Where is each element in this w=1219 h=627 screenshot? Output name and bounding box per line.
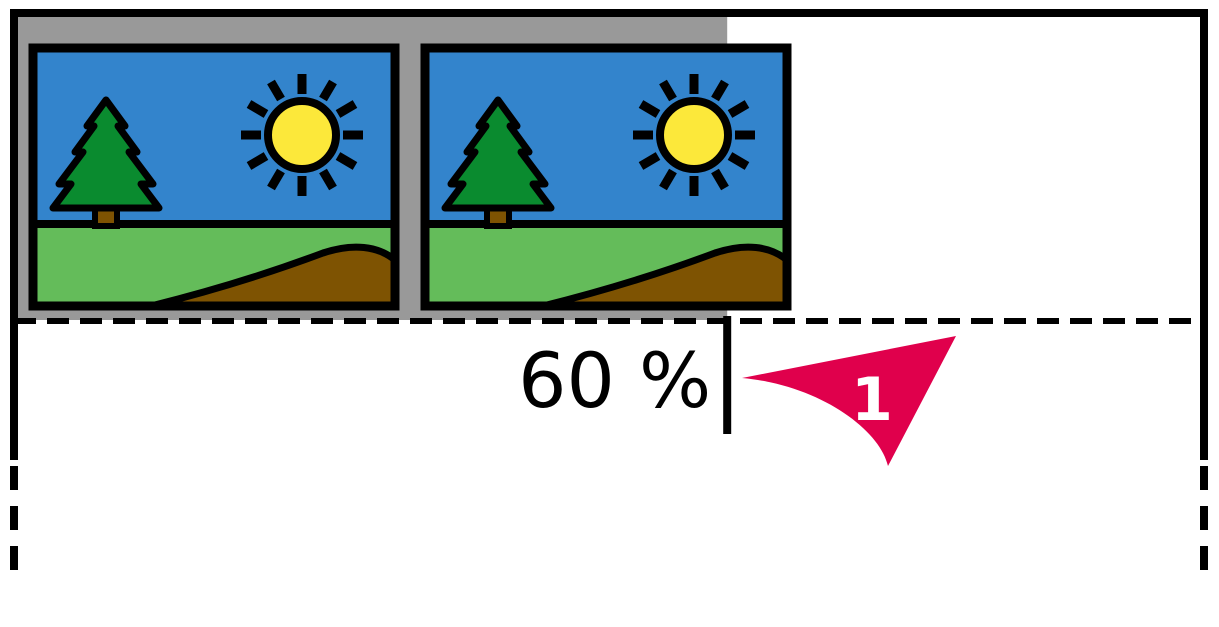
callout-number: 1 — [851, 365, 893, 435]
callout-marker: 1 — [742, 336, 956, 466]
container-outline — [10, 9, 1208, 460]
percentage-label: 60 % — [518, 336, 711, 425]
landscape-image-icon — [425, 48, 787, 306]
landscape-image-icon — [33, 48, 395, 306]
